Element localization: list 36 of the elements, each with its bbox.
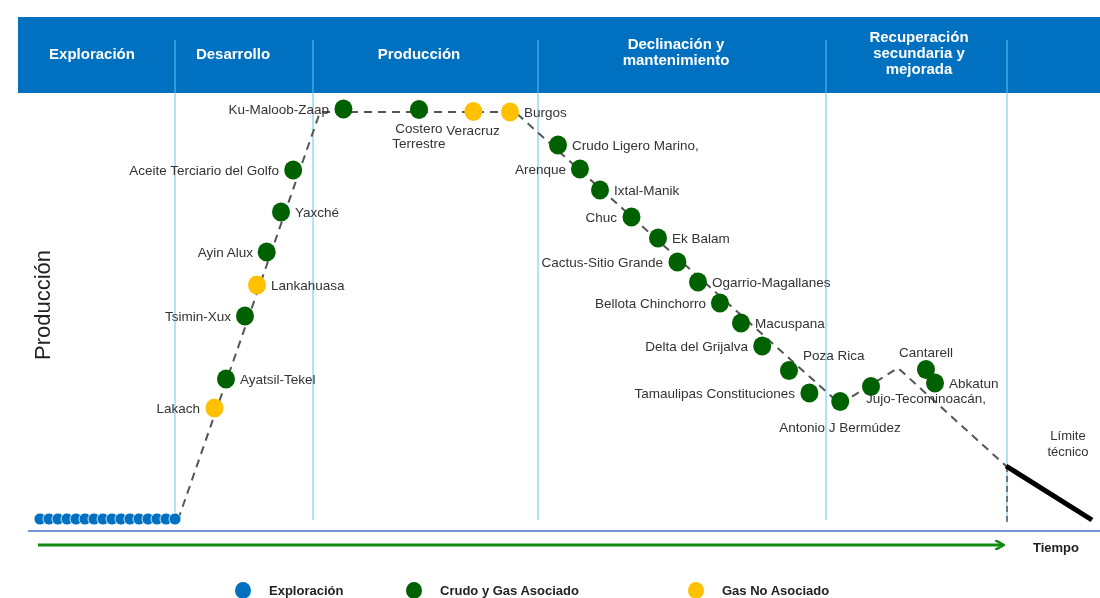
legend-label: Crudo y Gas Asociado (440, 583, 579, 598)
field-name: Crudo Ligero Marino, (572, 137, 699, 153)
axis-title: Producción (30, 249, 57, 361)
phase-heading: Exploración (48, 46, 136, 62)
field-name: Bellota Chinchorro (594, 295, 706, 311)
field-name: Ayin Alux (197, 244, 253, 260)
field-name: Lankahuasa (271, 277, 345, 293)
field-name: Aceite Terciario del Golfo (129, 162, 279, 178)
field-name: Ixtal-Manik (614, 182, 680, 198)
field-name: Antonio J Bermúdez (779, 420, 901, 435)
phase-heading: Producción (376, 46, 462, 62)
legend-label: Exploración (269, 583, 344, 598)
field-name: Arenque (514, 161, 566, 177)
field-name: Lakach (156, 400, 200, 416)
field-name: Chuc (585, 209, 617, 225)
field-name: Yaxché (295, 204, 340, 220)
field-name: Tamaulipas Constituciones (634, 385, 795, 401)
phase-heading: Declinación y mantenimiento (621, 36, 731, 68)
field-name: Cactus-Sitio Grande (541, 254, 663, 270)
field-name: Poza Rica (803, 348, 865, 363)
field-name: Ek Balam (672, 230, 730, 246)
field-name: Ku-Maloob-Zaap (228, 101, 329, 117)
field-name: Ogarrio-Magallanes (712, 274, 831, 290)
field-name: Burgos (524, 104, 567, 120)
field-name: Macuspana (755, 315, 825, 331)
field-name: Tsimin-Xux (165, 308, 231, 324)
phase-heading: Recuperación secundaria y mejorada (868, 29, 970, 77)
phase-heading: Desarrollo (194, 46, 272, 62)
legend-label: Gas No Asociado (722, 583, 830, 598)
field-name: Jujo-Tecominoacán, (866, 391, 987, 406)
field-name: Delta del Grijalva (645, 338, 748, 354)
axis-title: Tiempo (1033, 540, 1079, 555)
field-name: Veracruz (446, 123, 500, 138)
field-name: Cantarell (899, 345, 953, 360)
field-name: Abkatun (949, 375, 999, 391)
field-name: Ayatsil-Tekel (240, 371, 316, 387)
